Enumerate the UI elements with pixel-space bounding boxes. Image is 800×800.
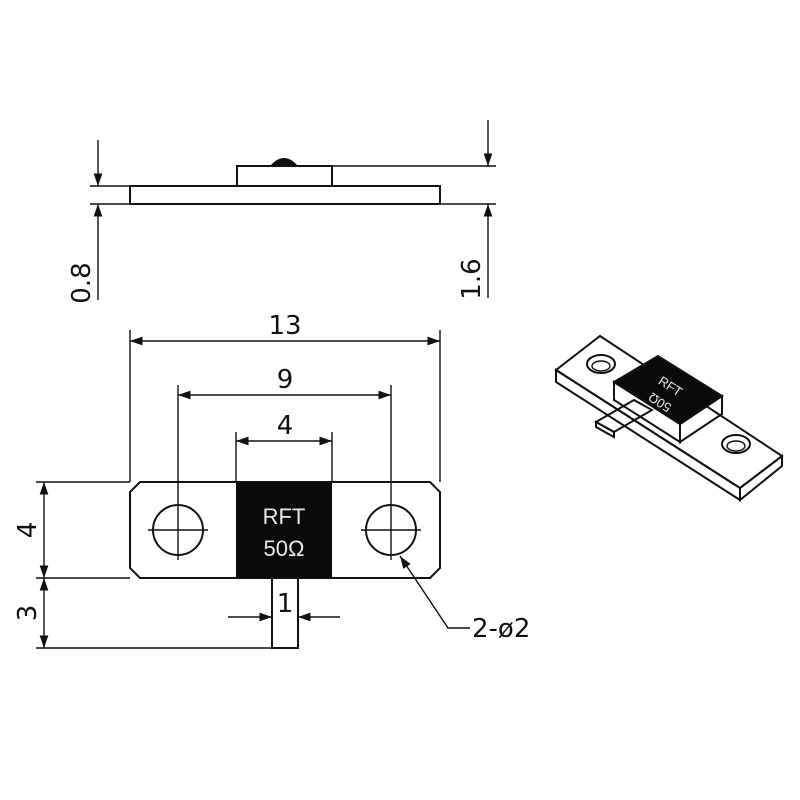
dim-label-1-6: 1.6 [457, 258, 487, 299]
mounting-hole-left [148, 500, 208, 560]
dim-lead-width: 1 [228, 589, 340, 622]
top-view: RFT 50Ω 13 9 [13, 311, 530, 649]
resistor-body [236, 482, 332, 578]
dim-label-4-width: 4 [277, 411, 294, 441]
side-view: 0.8 1.6 [67, 120, 496, 304]
dim-label-4-height: 4 [13, 522, 43, 539]
hole-callout: 2-ø2 [399, 555, 530, 644]
dim-thickness-left: 0.8 [67, 140, 103, 304]
side-flange [129, 185, 441, 205]
dim-lead-length: 3 [13, 578, 49, 648]
body-marking-line2: 50Ω [264, 536, 305, 561]
dim-hole-pitch: 9 [178, 365, 391, 400]
mounting-hole-right [361, 500, 421, 560]
dim-label-13: 13 [268, 311, 301, 341]
dim-label-9: 9 [277, 365, 294, 395]
hole-callout-label: 2-ø2 [472, 614, 530, 644]
body-marking-line1: RFT [263, 504, 306, 529]
dim-label-3: 3 [13, 605, 43, 622]
iso-view: RFT 50Ω [554, 334, 784, 503]
dim-label-1: 1 [277, 589, 294, 619]
dim-thickness-right: 1.6 [457, 120, 493, 300]
dim-body-width: 4 [236, 411, 332, 446]
dim-overall-length: 13 [130, 311, 440, 346]
top-flange [129, 481, 441, 579]
side-body [236, 165, 333, 187]
iso-hole-left [586, 354, 616, 374]
side-lead-bump [270, 158, 298, 166]
iso-hole-right [721, 434, 751, 454]
dim-label-0-8: 0.8 [67, 262, 97, 303]
dim-flange-height: 4 [13, 482, 49, 578]
